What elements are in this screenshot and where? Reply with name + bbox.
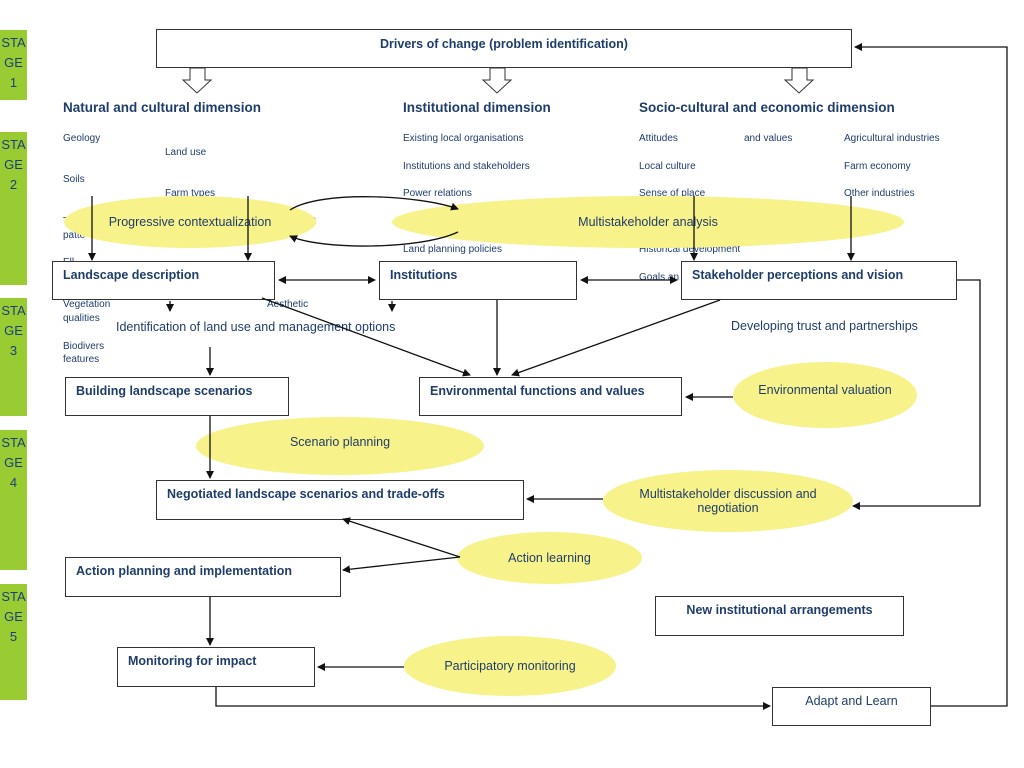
participatory-monitoring-oval: Participatory monitoring — [404, 636, 616, 696]
scenario-planning-oval: Scenario planning — [196, 417, 484, 475]
item-historical-development: Historical development — [639, 244, 741, 255]
item-land-use: Land use — [165, 147, 207, 158]
item-institutions-stakeholders: Institutions and stakeholders — [403, 161, 530, 172]
institutional-dimension-heading: Institutional dimension — [403, 100, 551, 115]
stage-1-label: STAGE 1 — [0, 30, 27, 100]
natural-dimension-heading: Natural and cultural dimension — [63, 100, 262, 115]
item-features: features — [63, 354, 100, 365]
item-farm-types: Farm types — [165, 188, 216, 199]
environmental-functions-box: Environmental functions and values — [419, 377, 682, 416]
item-agricultural-industries: Agricultural industries — [844, 133, 940, 144]
block-arrow-institutional — [481, 67, 513, 94]
item-land-planning-policies: Land planning policies — [403, 244, 502, 255]
item-vegetation: Vegetation — [63, 299, 111, 310]
item-and-values: and values — [744, 133, 793, 144]
environmental-valuation-oval: Environmental valuation — [733, 362, 917, 428]
item-geology: Geology — [63, 133, 101, 144]
monitoring-for-impact-box: Monitoring for impact — [117, 647, 315, 687]
item-farm-economy: Farm economy — [844, 161, 911, 172]
action-planning-box: Action planning and implementation — [65, 557, 341, 597]
adapt-and-learn-box: Adapt and Learn — [772, 687, 931, 726]
block-arrow-natural — [181, 67, 213, 94]
item-sense-of-place: Sense of place — [639, 188, 706, 199]
developing-trust-note: Developing trust and partnerships — [731, 319, 918, 333]
item-biodiversity: Biodivers — [63, 341, 105, 352]
stakeholder-perceptions-box: Stakeholder perceptions and vision — [681, 261, 957, 300]
socio-economic-dimension-heading: Socio-cultural and economic dimension — [639, 100, 895, 115]
multistakeholder-discussion-oval: Multistakeholder discussion and negotiat… — [603, 470, 853, 532]
institutions-box: Institutions — [379, 261, 577, 300]
item-qualities: qualities — [63, 313, 100, 324]
item-power-relations: Power relations — [403, 188, 472, 199]
stage-5-label: STAGE 5 — [0, 584, 27, 700]
negotiated-scenarios-box: Negotiated landscape scenarios and trade… — [156, 480, 524, 520]
drivers-of-change-box: Drivers of change (problem identificatio… — [156, 29, 852, 68]
multistakeholder-analysis-oval: Multistakeholder analysis — [392, 196, 904, 248]
landscape-description-box: Landscape description — [52, 261, 275, 300]
item-soils: Soils — [63, 174, 85, 185]
block-arrow-socio — [783, 67, 815, 94]
action-learning-oval: Action learning — [457, 532, 642, 584]
item-attitudes: Attitudes — [639, 133, 678, 144]
new-institutional-arrangements-box: New institutional arrangements — [655, 596, 904, 636]
item-aesthetic: Aesthetic — [267, 299, 309, 310]
progressive-contextualization-oval: Progressive contextualization — [64, 196, 316, 248]
item-patte: patte — [63, 230, 86, 241]
identification-options-note: Identification of land use and managemen… — [116, 320, 396, 334]
building-landscape-scenarios-box: Building landscape scenarios — [65, 377, 289, 416]
stage-3-label: STAGE 3 — [0, 298, 27, 416]
item-other-industries: Other industries — [844, 188, 915, 199]
item-existing-local-organisations: Existing local organisations — [403, 133, 524, 144]
item-local-culture: Local culture — [639, 161, 696, 172]
stage-2-label: STAGE 2 — [0, 132, 27, 285]
stage-4-label: STAGE 4 — [0, 430, 27, 570]
